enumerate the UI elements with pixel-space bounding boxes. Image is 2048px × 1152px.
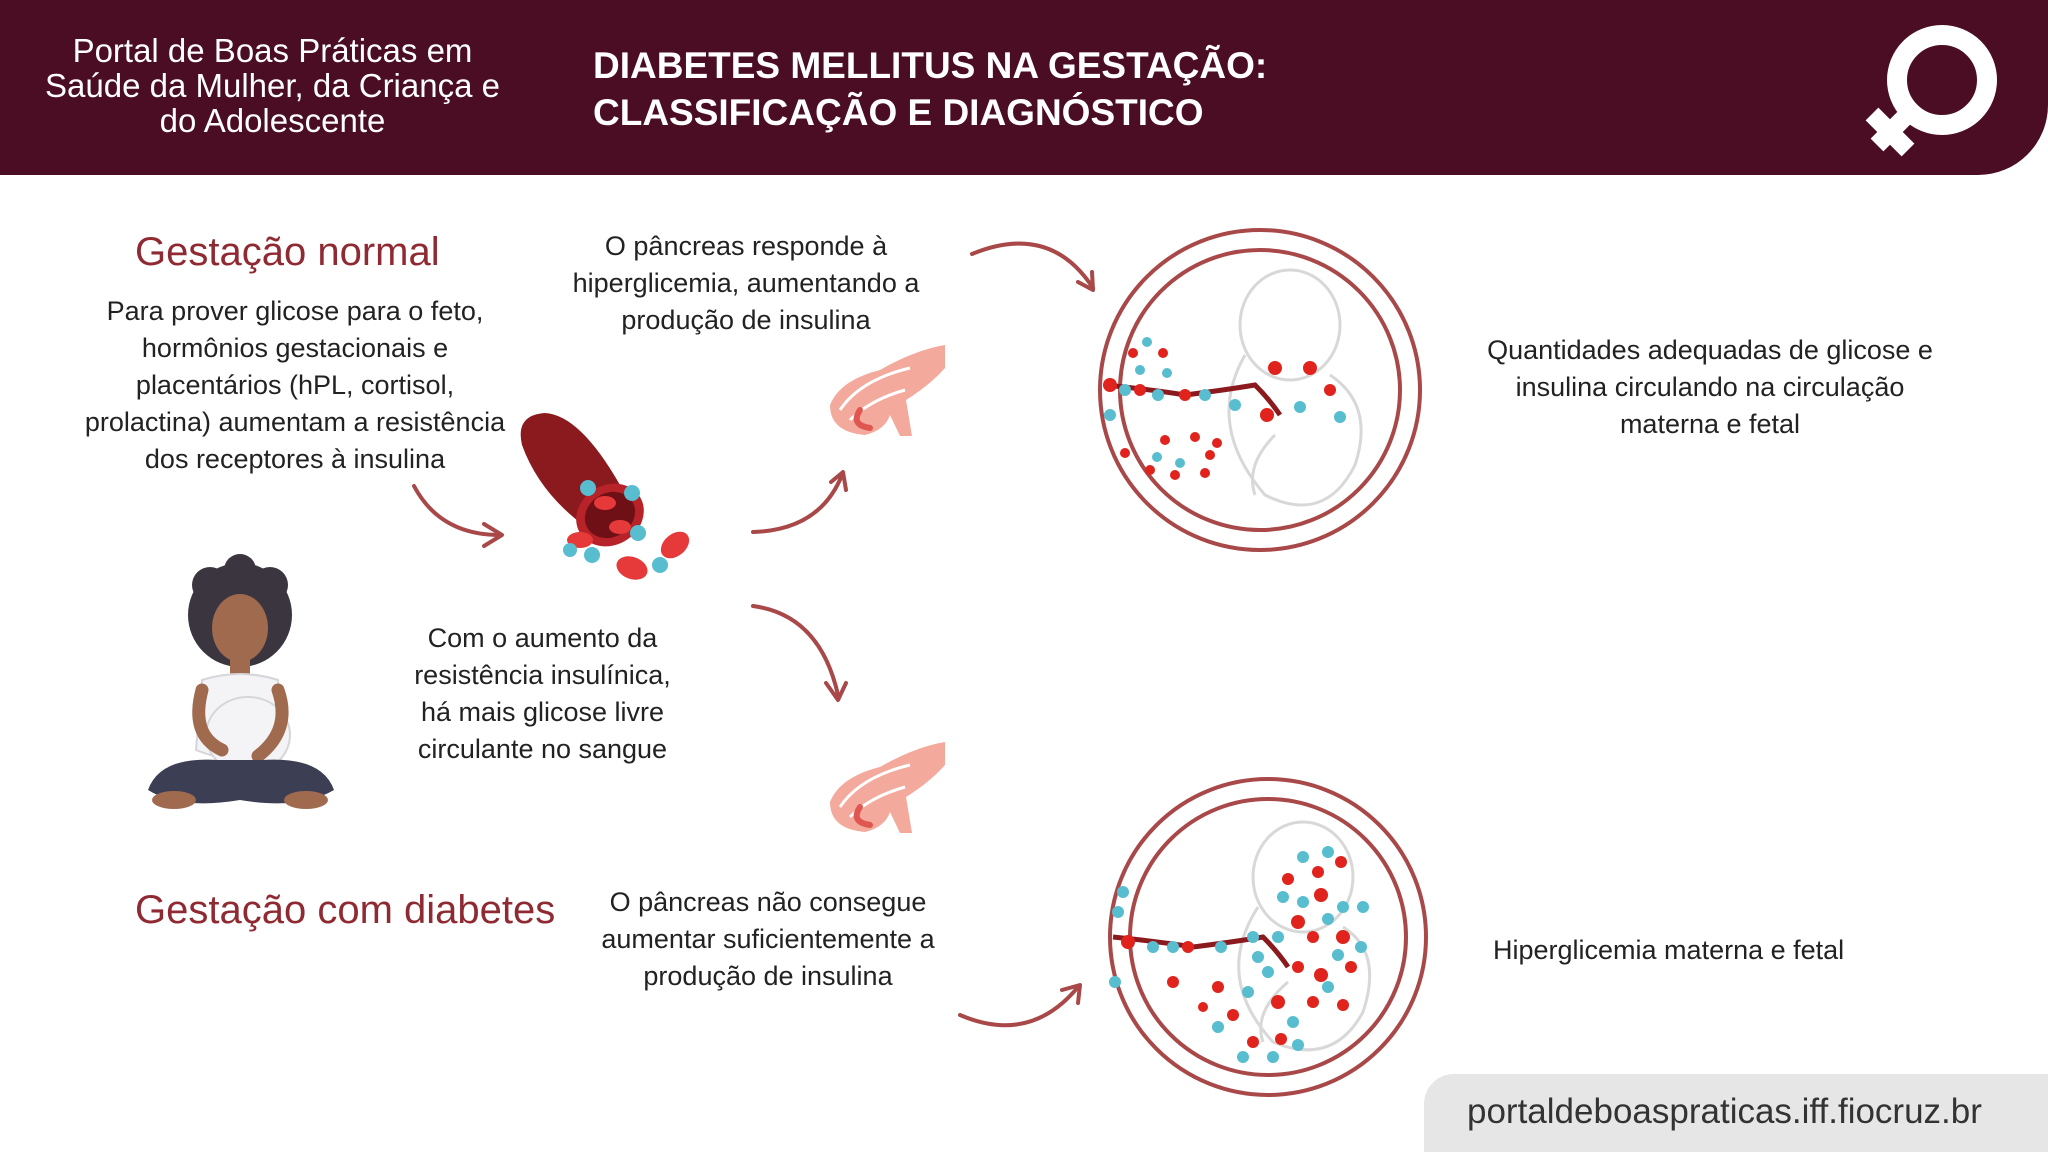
arrow-to-upper-uterus: [970, 241, 1095, 292]
diabetes-outcome-text: Hiperglicemia materna e fetal: [1493, 935, 1845, 965]
blood-vessel-illustration: [520, 413, 690, 580]
footer-bar: [1424, 1074, 2048, 1152]
arrow-to-lower-uterus: [958, 983, 1082, 1028]
arrow-to-upper-pancreas: [751, 470, 848, 534]
pregnant-woman-illustration: [148, 554, 334, 809]
heading-diabetes-pregnancy: Gestação com diabetes: [135, 888, 556, 932]
page-title-line-2: CLASSIFICAÇÃO E DIAGNÓSTICO: [593, 92, 1204, 133]
female-symbol-icon: [1865, 25, 1997, 157]
pancreas-response-text: O pâncreas responde à hiperglicemia, aum…: [572, 231, 920, 335]
page-title-line-1: DIABETES MELLITUS NA GESTAÇÃO:: [593, 45, 1268, 86]
footer-website-link[interactable]: portaldeboaspraticas.iff.fiocruz.br: [1467, 1092, 1982, 1131]
normal-description: Para prover glicose para o feto, hormôni…: [84, 296, 506, 474]
arrow-to-lower-pancreas: [751, 604, 848, 702]
resistance-text: Com o aumento da resistência insulínica,…: [414, 623, 671, 764]
header-banner: [0, 0, 2048, 175]
page-title: DIABETES MELLITUS NA GESTAÇÃO: CLASSIFIC…: [593, 42, 1493, 136]
pancreas-failure-text: O pâncreas não consegue aumentar suficie…: [601, 887, 935, 991]
pancreas-lower-illustration: [830, 742, 945, 833]
portal-name: Portal de Boas Práticas em Saúde da Mulh…: [45, 32, 500, 139]
pancreas-upper-illustration: [830, 345, 945, 436]
normal-outcome-text: Quantidades adequadas de glicose e insul…: [1487, 335, 1933, 439]
heading-normal-pregnancy: Gestação normal: [135, 230, 440, 274]
arrow-to-blood-vessel: [412, 484, 504, 548]
uterus-fetus-normal-illustration: [1098, 228, 1422, 552]
uterus-fetus-hyperglycemia-illustration: [1108, 777, 1428, 1097]
